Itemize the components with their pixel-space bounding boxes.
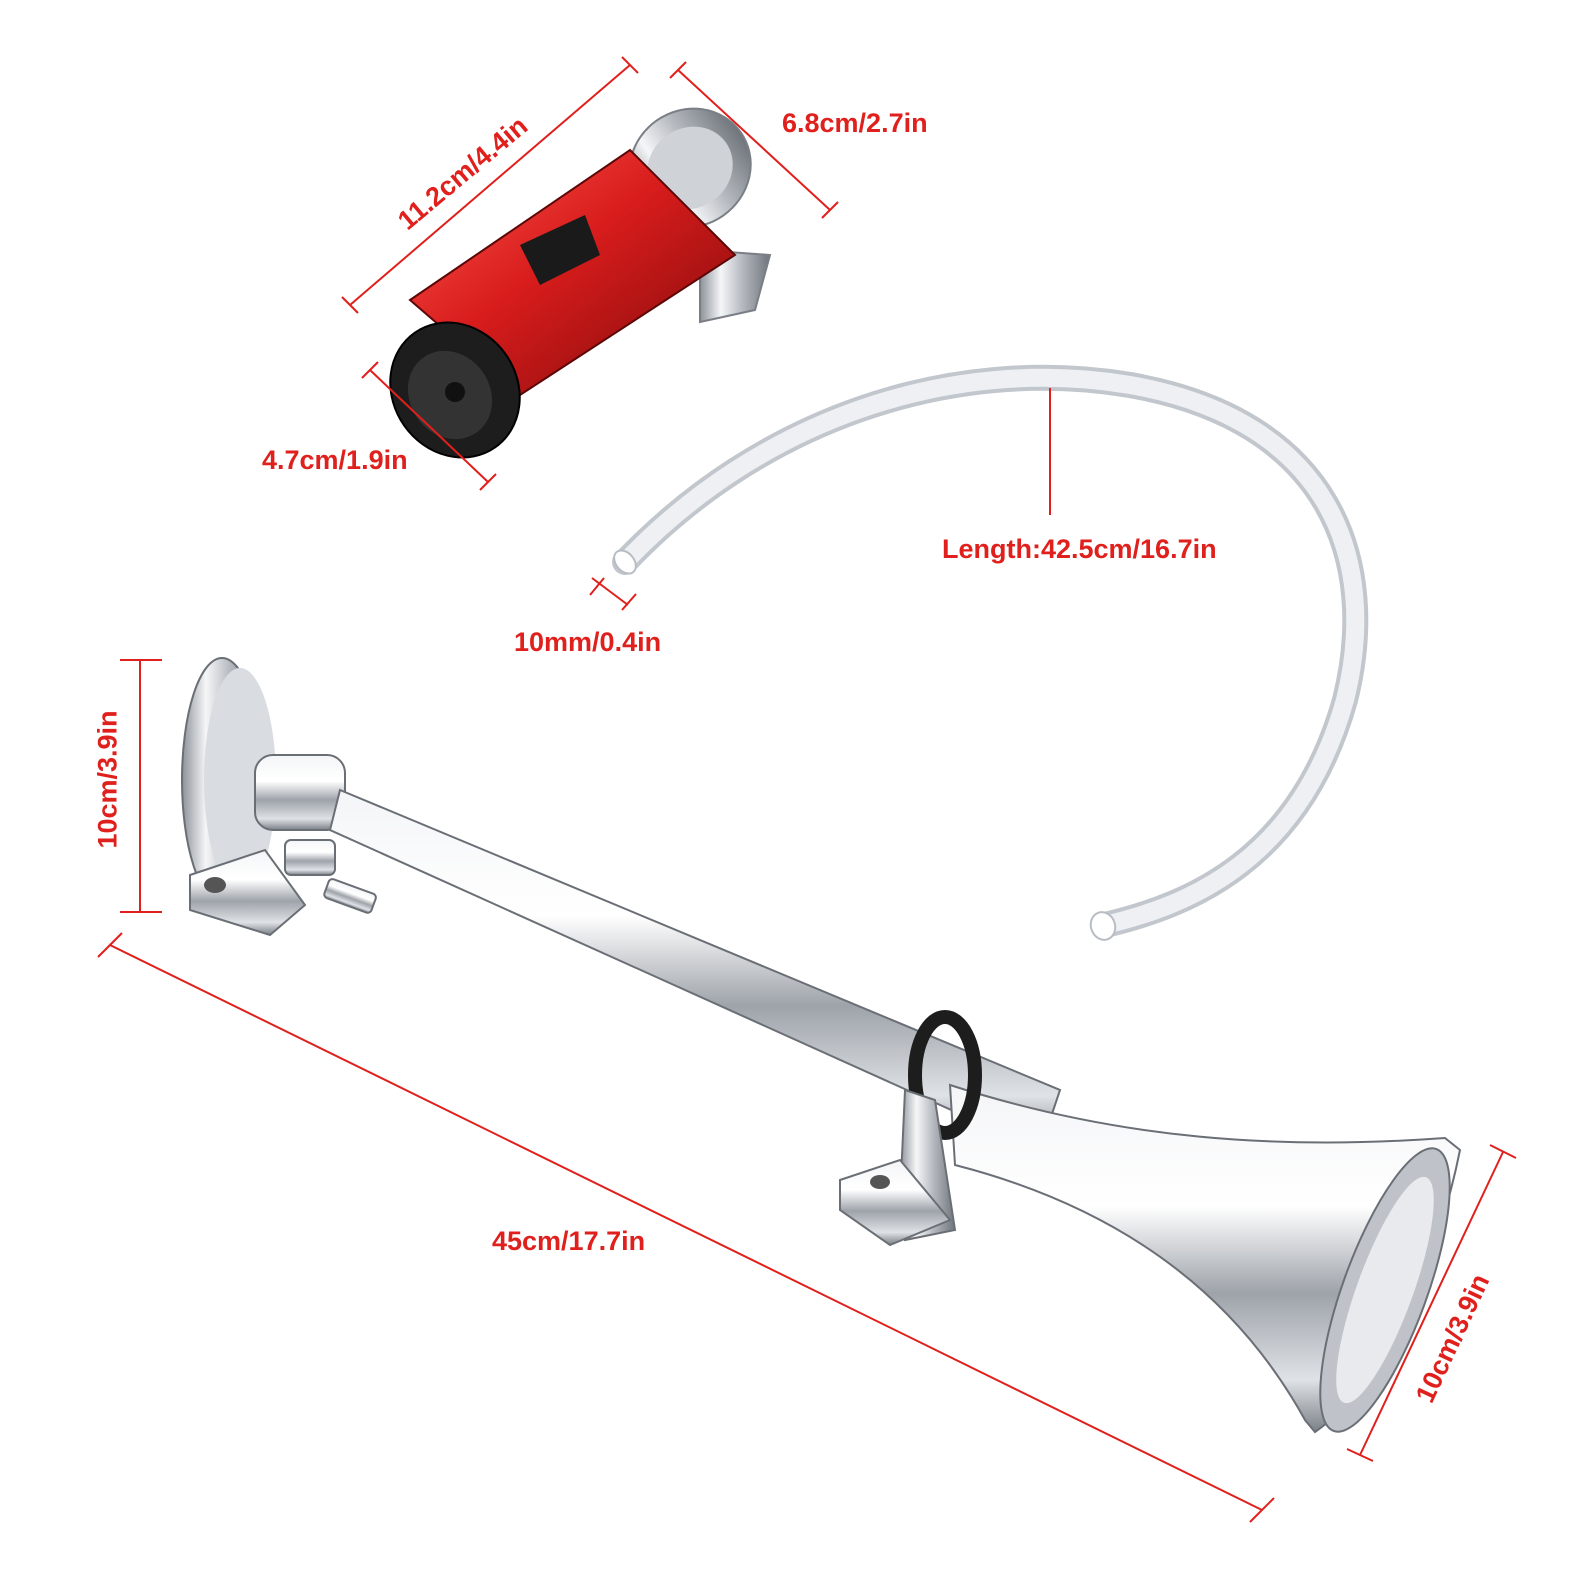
- horn-length-label: 45cm/17.7in: [492, 1226, 646, 1256]
- tube-length-label: Length:42.5cm/16.7in: [942, 534, 1217, 564]
- tube-diameter-label: 10mm/0.4in: [514, 627, 662, 657]
- horn-air-inlet-nozzle: [284, 839, 377, 914]
- tube-dimension-lines: [589, 388, 1051, 611]
- air-compressor: [389, 107, 772, 459]
- horn-mount-clamp: [839, 1010, 982, 1247]
- compressor-width-label: 6.8cm/2.7in: [782, 108, 928, 138]
- air-hose-tube: [612, 364, 1369, 941]
- compressor-black-end-cap: [389, 321, 521, 459]
- trumpet-horn: [181, 657, 1462, 1434]
- compressor-depth-label: 4.7cm/1.9in: [262, 445, 408, 475]
- horn-dimension-lines: [97, 659, 1517, 1523]
- compressor-dimension-lines: [341, 56, 839, 491]
- horn-base-height-label: 10cm/3.9in: [92, 710, 123, 849]
- horn-base-bracket: [189, 848, 307, 937]
